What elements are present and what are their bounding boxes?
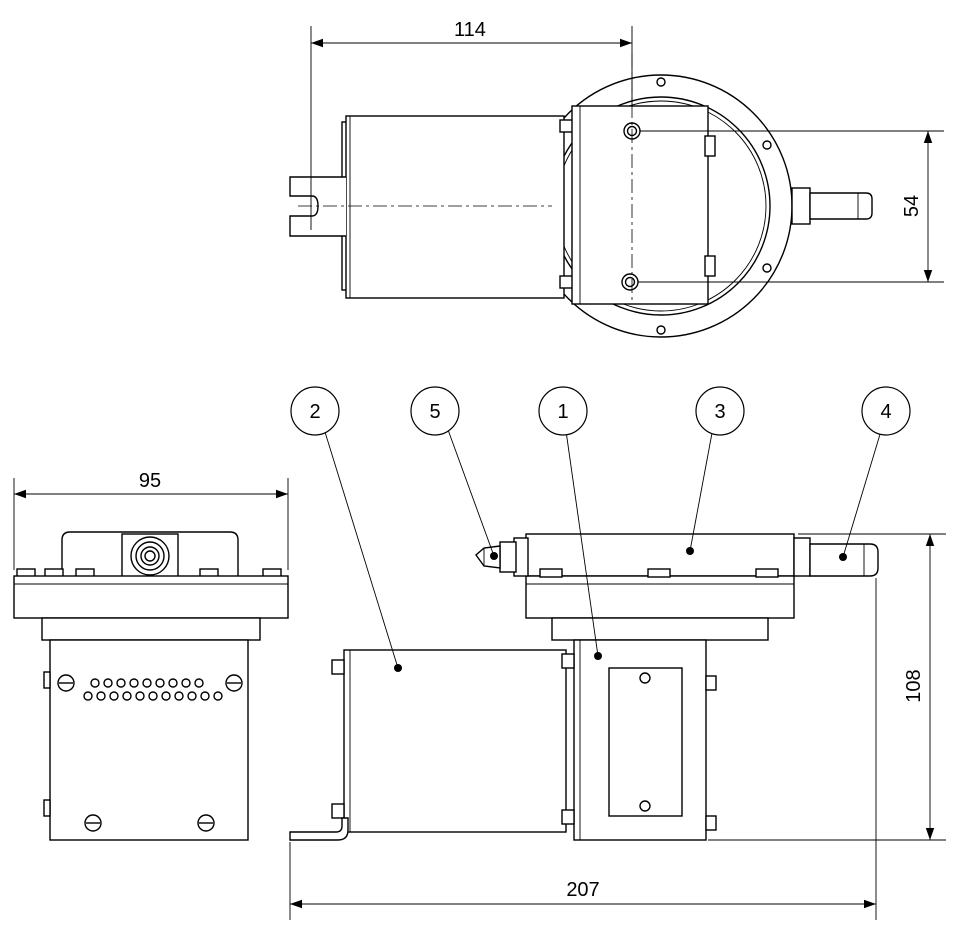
top-view: 114 54	[289, 19, 944, 338]
balloon-1: 1	[538, 386, 588, 436]
dim-side-width: 95	[139, 470, 161, 492]
shaft-fork	[289, 176, 346, 237]
flange-hole	[762, 263, 772, 273]
flange-hole	[656, 77, 666, 87]
balloon-label: 4	[880, 401, 891, 423]
pump-base-plate	[525, 575, 795, 619]
gearbox-front	[573, 639, 707, 841]
side-gearbox	[49, 639, 249, 841]
gearbox-top	[571, 105, 709, 305]
mounting-bracket	[289, 817, 349, 841]
balloon-4: 4	[861, 386, 911, 436]
dim-top-height: 54	[901, 195, 923, 217]
motor-body-front	[343, 649, 567, 833]
dim-top-width: 114	[454, 19, 486, 41]
balloon-label: 5	[429, 401, 440, 423]
motor-body-top	[345, 115, 565, 299]
balloon-label: 2	[309, 401, 320, 423]
balloon-5: 5	[410, 386, 460, 436]
inlet-nozzle	[475, 545, 501, 569]
flange-hole	[656, 325, 666, 335]
side-view: 95	[13, 470, 289, 841]
balloon-2: 2	[290, 386, 340, 436]
flange-hole	[762, 140, 772, 150]
dim-front-width: 207	[566, 879, 599, 901]
inlet-fitting	[130, 536, 170, 576]
dim-front-height: 108	[903, 669, 925, 702]
balloon-label: 1	[557, 401, 568, 423]
front-view: 108 207	[289, 426, 946, 920]
balloon-3: 3	[695, 386, 745, 436]
balloon-label: 3	[714, 401, 725, 423]
outlet-nozzle	[809, 192, 873, 220]
side-base-plate	[13, 575, 289, 619]
